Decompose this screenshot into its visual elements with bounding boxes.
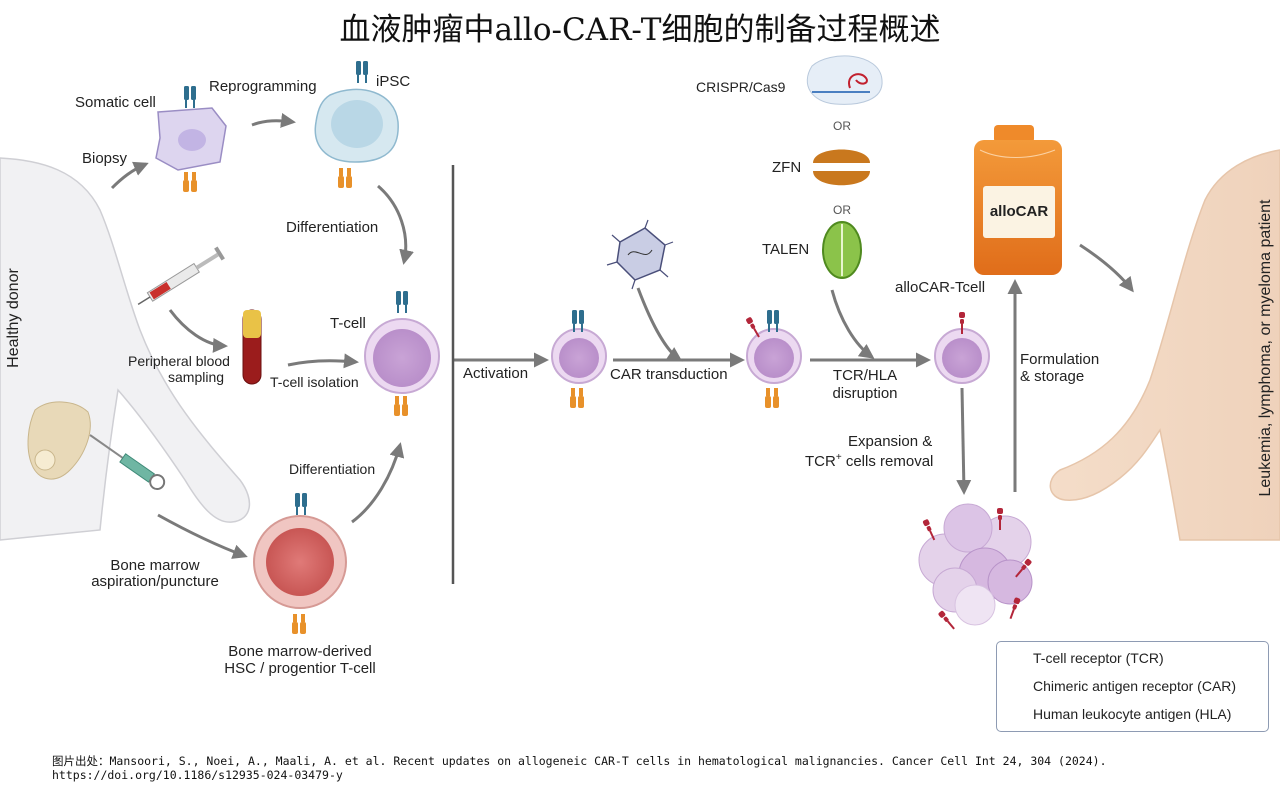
expansion-label-2: TCR+ cells removal [805,452,933,470]
formulation-label-2: & storage [1020,368,1085,385]
legend-tcr: T-cell receptor (TCR) [1033,650,1164,666]
peripheral-blood-label-2: sampling [168,369,225,385]
somatic-cell-label: Somatic cell [75,94,156,111]
crispr-icon [806,55,883,105]
expansion-superscript: + [835,452,842,463]
ipsc-cell [314,61,399,188]
peripheral-blood-label-1: Peripheral blood [128,353,230,369]
ipsc-label: iPSC [376,73,411,90]
footer-citation-line-2: https://doi.org/10.1186/s12935-024-03479… [52,768,343,782]
differentiation-top-label: Differentiation [286,219,379,236]
car-t-cell [745,310,802,408]
t-cell-activated [551,310,607,408]
expansion-cells-removal: cells removal [841,453,934,470]
arrows [110,112,1134,559]
biopsy-label: Biopsy [82,150,128,167]
legend-car: Chimeric antigen receptor (CAR) [1033,678,1237,694]
or-label-2: OR [833,203,851,217]
somatic-cell [155,86,227,192]
tcr-hla-label-1: TCR/HLA [832,367,898,384]
zfn-label: ZFN [772,159,802,176]
footer-citation-line-1: 图片出处：Mansoori, S., Noei, A., Maali, A. e… [52,754,1107,768]
hsc-cell [253,493,347,634]
expansion-label-1: Expansion & [848,433,933,450]
t-cell-main [364,291,440,416]
allocar-t-cell [934,312,990,384]
pelvis-icon [27,401,91,480]
activation-label: Activation [463,365,529,382]
or-label-1: OR [833,119,851,133]
talen-icon [822,221,862,279]
t-cell-label: T-cell [330,315,366,332]
bone-marrow-label-1: Bone marrow [110,557,200,574]
talen-label: TALEN [762,241,810,258]
reprogramming-label: Reprogramming [209,78,317,95]
page-title: 血液肿瘤中allo-CAR-T细胞的制备过程概述 [339,12,941,48]
allocar-bag-label: alloCAR [983,186,1055,238]
expansion-tcr: TCR [805,453,836,470]
virus-icon [606,219,674,290]
tcr-hla-label-2: disruption [832,385,898,402]
legend: T-cell receptor (TCR) Chimeric antigen r… [996,641,1269,732]
bone-marrow-needle-icon [89,434,166,491]
bone-marrow-label-2: aspiration/puncture [91,573,219,590]
donor-body [0,157,251,541]
differentiation-bottom-label: Differentiation [289,461,376,477]
patient-body [1049,149,1280,541]
car-transduction-label: CAR transduction [610,366,728,383]
patient-label: Leukemia, lymphoma, or myeloma patient [1257,199,1274,497]
healthy-donor-label: Healthy donor [5,268,22,368]
allocar-tcell-label: alloCAR-Tcell [895,279,986,296]
expanded-cell-cluster [918,503,1033,631]
blood-tube-icon [242,309,262,385]
syringe-icon [137,246,225,306]
hsc-label-1: Bone marrow-derived [228,643,372,660]
legend-hla: Human leukocyte antigen (HLA) [1033,706,1232,722]
formulation-label-1: Formulation [1020,351,1100,368]
crispr-label: CRISPR/Cas9 [696,79,786,95]
t-cell-isolation-label: T-cell isolation [270,374,359,390]
zfn-icon [813,149,870,186]
hsc-label-2: HSC / progentior T-cell [224,660,376,677]
